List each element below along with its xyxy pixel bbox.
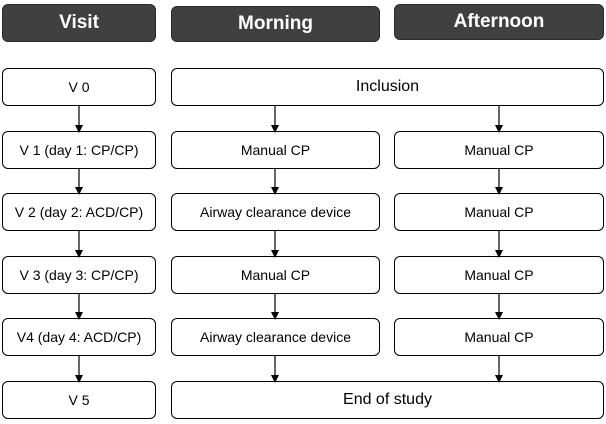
morning-box-day2: Airway clearance device bbox=[171, 193, 380, 231]
visit-box-v5: V 5 bbox=[2, 381, 156, 419]
inclusion-box: Inclusion bbox=[171, 68, 604, 106]
afternoon-box-day4: Manual CP bbox=[394, 318, 604, 356]
visit-box-v2: V 2 (day 2: ACD/CP) bbox=[2, 193, 156, 231]
afternoon-box-day2: Manual CP bbox=[394, 193, 604, 231]
morning-box-day4: Airway clearance device bbox=[171, 318, 380, 356]
end-of-study-box: End of study bbox=[171, 381, 604, 419]
visit-box-v4: V4 (day 4: ACD/CP) bbox=[2, 318, 156, 356]
visit-box-v1: V 1 (day 1: CP/CP) bbox=[2, 131, 156, 169]
afternoon-box-day1: Manual CP bbox=[394, 131, 604, 169]
afternoon-box-day3: Manual CP bbox=[394, 256, 604, 294]
visit-box-v3: V 3 (day 3: CP/CP) bbox=[2, 256, 156, 294]
afternoon-header: Afternoon bbox=[394, 4, 604, 40]
morning-box-day3: Manual CP bbox=[171, 256, 380, 294]
visit-box-v0: V 0 bbox=[2, 68, 156, 106]
morning-header: Morning bbox=[171, 6, 380, 42]
visit-header: Visit bbox=[2, 4, 156, 42]
